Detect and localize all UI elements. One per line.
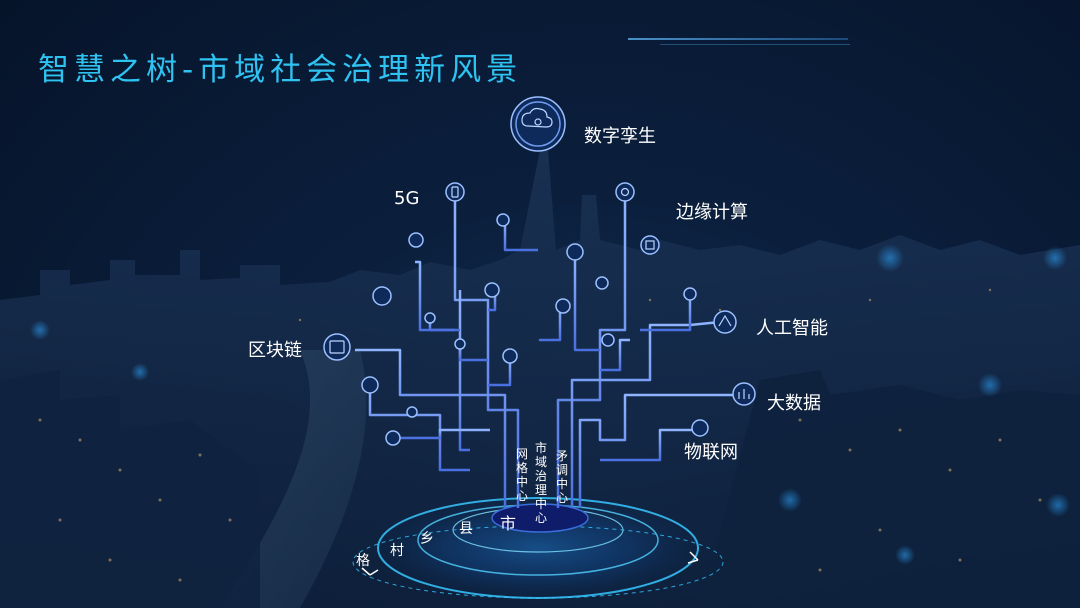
branch-label-blockchain: 区块链: [248, 340, 302, 361]
level-label-village: 村: [390, 543, 404, 559]
level-label-township: 乡: [420, 531, 434, 547]
branch-label-edge-computing: 边缘计算: [676, 202, 748, 223]
node-icon: [406, 406, 418, 418]
brain-icon: [713, 310, 737, 334]
branch-label-ai: 人工智能: [756, 318, 828, 339]
node-icon: [566, 243, 584, 261]
title-decoration-line: [628, 38, 848, 40]
network-icon: [691, 419, 709, 437]
trunk-label-governance-center: 市域治理中心: [534, 441, 547, 525]
node-icon: [683, 287, 697, 301]
node-icon: [424, 312, 436, 324]
level-label-county: 县: [459, 521, 473, 537]
node-icon: [484, 282, 500, 298]
page-title: 智慧之树-市域社会治理新风景: [38, 52, 523, 88]
node-icon: [601, 333, 615, 347]
cloud-gear-icon: [510, 96, 566, 152]
trunk-label-mediation-center: 矛调中心: [555, 449, 568, 505]
branch-label-big-data: 大数据: [767, 393, 821, 414]
trunk-label-grid-center: 网格中心: [515, 447, 528, 503]
node-icon: [595, 276, 609, 290]
node-icon: [496, 213, 510, 227]
title-decoration-line: [660, 44, 850, 45]
chip-icon: [640, 235, 660, 255]
phone-icon: [445, 182, 465, 202]
node-icon: [361, 376, 379, 394]
node-icon: [502, 348, 518, 364]
node-icon: [454, 338, 466, 350]
base-rings: [352, 497, 724, 599]
node-icon: [555, 298, 571, 314]
branch-label-iot: 物联网: [684, 442, 738, 463]
branch-label-5g: 5G: [394, 188, 420, 209]
gear-icon: [615, 182, 635, 202]
level-label-grid: 格: [356, 553, 370, 569]
node-icon: [372, 286, 392, 306]
branch-label-digital-twin: 数字孪生: [584, 126, 656, 147]
node-icon: [385, 430, 401, 446]
blockchain-icon: [323, 333, 351, 361]
level-label-city: 市: [500, 514, 517, 533]
node-icon: [408, 232, 424, 248]
